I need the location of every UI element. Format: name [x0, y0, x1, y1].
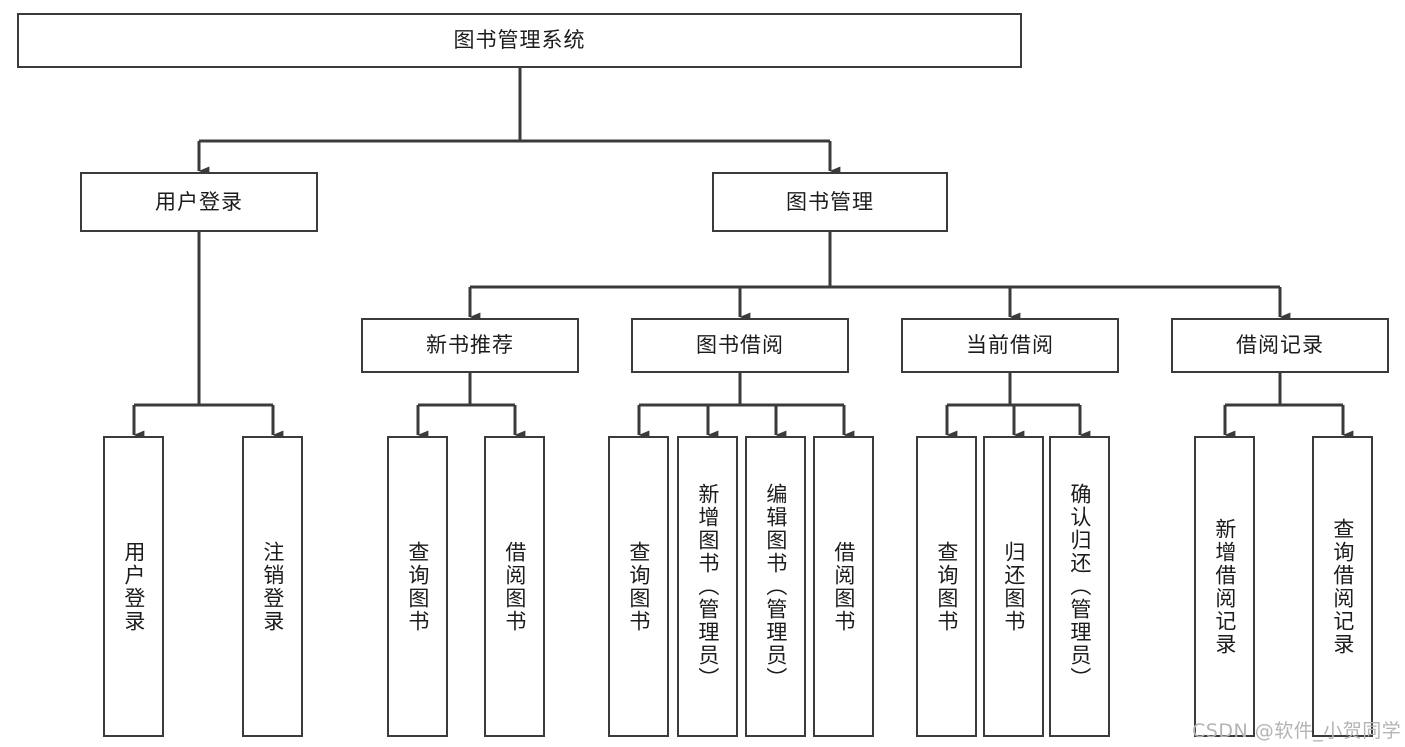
- node-leaf-add-record[interactable]: 新增借阅记录: [1194, 436, 1255, 737]
- node-label: 查询图书: [934, 540, 959, 633]
- node-leaf-logout[interactable]: 注销登录: [242, 436, 303, 737]
- node-leaf-query-book-2[interactable]: 查询图书: [608, 436, 669, 737]
- node-label: 当前借阅: [966, 333, 1054, 358]
- node-label: 查询图书: [405, 540, 430, 633]
- node-label: 注销登录: [260, 540, 285, 633]
- node-leaf-query-book-3[interactable]: 查询图书: [916, 436, 977, 737]
- node-label: 确认归还（管理员）: [1067, 483, 1092, 690]
- node-label: 图书管理系统: [453, 28, 586, 53]
- node-label: 借阅图书: [831, 540, 856, 633]
- node-leaf-borrow-book-2[interactable]: 借阅图书: [813, 436, 874, 737]
- node-new-book-rec[interactable]: 新书推荐: [361, 318, 579, 373]
- node-label: 借阅记录: [1236, 333, 1324, 358]
- node-label: 查询借阅记录: [1330, 517, 1355, 656]
- node-leaf-edit-book[interactable]: 编辑图书（管理员）: [745, 436, 806, 737]
- node-book-manage[interactable]: 图书管理: [712, 172, 948, 232]
- node-current-borrow[interactable]: 当前借阅: [901, 318, 1119, 373]
- node-leaf-confirm-return[interactable]: 确认归还（管理员）: [1049, 436, 1110, 737]
- node-root[interactable]: 图书管理系统: [17, 13, 1022, 68]
- node-leaf-query-book-1[interactable]: 查询图书: [387, 436, 448, 737]
- node-label: 图书管理: [786, 189, 874, 214]
- node-leaf-query-record[interactable]: 查询借阅记录: [1312, 436, 1373, 737]
- node-label: 查询图书: [626, 540, 651, 633]
- node-leaf-user-login[interactable]: 用户登录: [103, 436, 164, 737]
- node-label: 编辑图书（管理员）: [763, 483, 788, 690]
- node-label: 借阅图书: [502, 540, 527, 633]
- node-label: 新书推荐: [426, 333, 514, 358]
- node-leaf-return-book[interactable]: 归还图书: [983, 436, 1044, 737]
- node-label: 用户登录: [121, 540, 146, 633]
- node-leaf-borrow-book-1[interactable]: 借阅图书: [484, 436, 545, 737]
- node-label: 用户登录: [155, 189, 243, 214]
- node-label: 新增图书（管理员）: [695, 483, 720, 690]
- node-book-borrow[interactable]: 图书借阅: [631, 318, 849, 373]
- node-user-login[interactable]: 用户登录: [80, 172, 318, 232]
- node-label: 归还图书: [1001, 540, 1026, 633]
- node-label: 新增借阅记录: [1212, 517, 1237, 656]
- node-leaf-add-book[interactable]: 新增图书（管理员）: [677, 436, 738, 737]
- node-borrow-record[interactable]: 借阅记录: [1171, 318, 1389, 373]
- node-label: 图书借阅: [696, 333, 784, 358]
